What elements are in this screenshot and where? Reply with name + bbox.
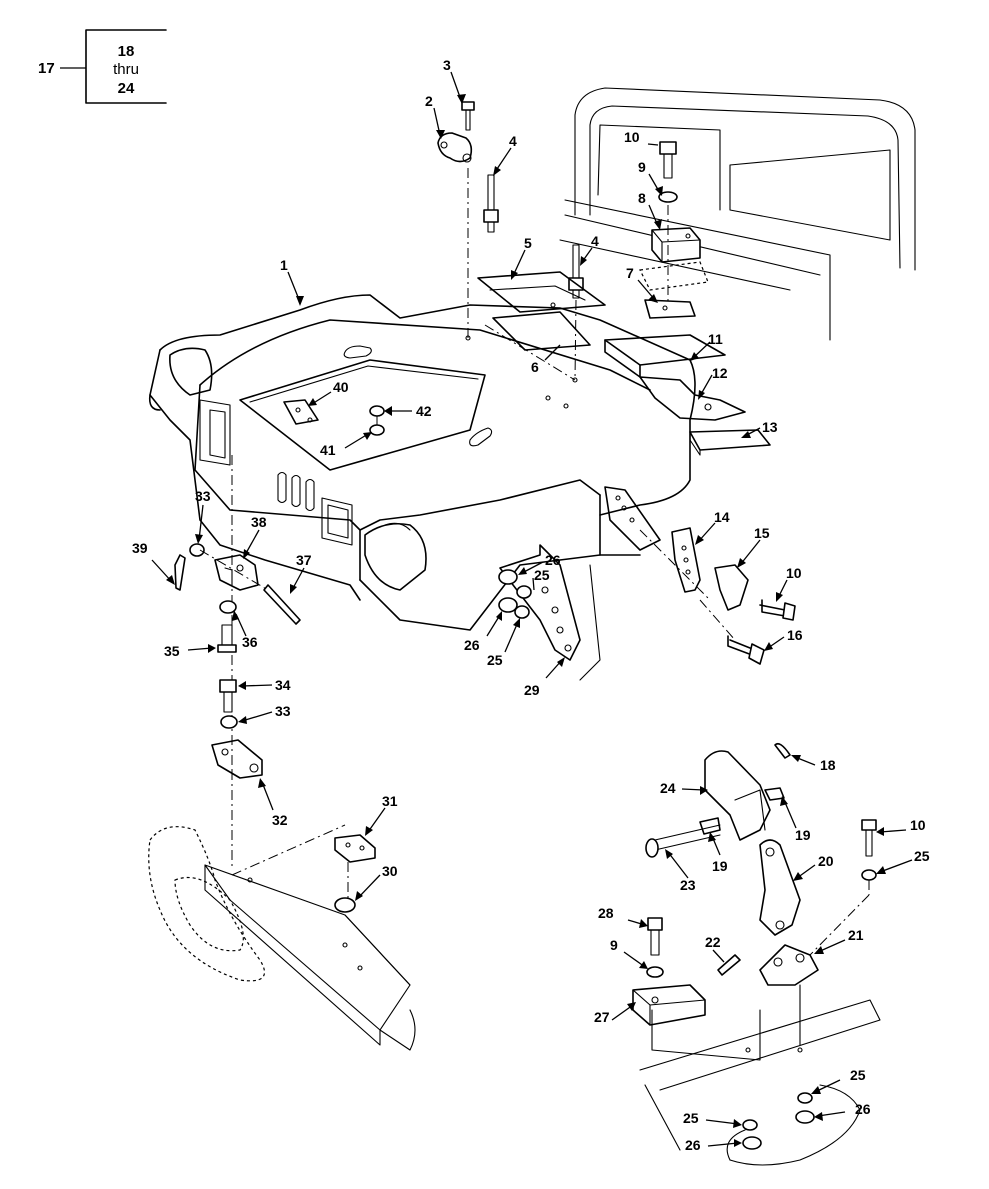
- callout-21: 21: [848, 927, 864, 943]
- callout-33: 33: [275, 703, 291, 719]
- callout-18: 18: [820, 757, 836, 773]
- leaders: [151, 71, 913, 1147]
- callout-15: 15: [754, 525, 770, 541]
- callout-26: 26: [545, 552, 561, 568]
- callout-labels: 1 2 3 4 4 5 6 7 8 9 10 11 12 13 14 15 10…: [132, 57, 930, 1153]
- callout-9: 9: [638, 159, 646, 175]
- callout-4: 4: [509, 133, 517, 149]
- callout-39: 39: [132, 540, 148, 556]
- callout-9: 9: [610, 937, 618, 953]
- callout-11: 11: [708, 331, 723, 347]
- reference-box: 17 18 thru 24: [38, 29, 167, 104]
- callout-42: 42: [416, 403, 432, 419]
- callout-31: 31: [382, 793, 398, 809]
- callout-25: 25: [534, 567, 550, 583]
- callout-22: 22: [705, 934, 721, 950]
- windshield-frame: [559, 87, 916, 341]
- callout-33: 33: [195, 488, 211, 504]
- latch-assembly: [632, 742, 881, 1166]
- callout-5: 5: [524, 235, 532, 251]
- callout-3: 3: [443, 57, 451, 73]
- reference-middle-label: thru: [113, 61, 139, 78]
- callout-26: 26: [464, 637, 480, 653]
- hood-top-hardware: [283, 399, 385, 436]
- callout-14: 14: [714, 509, 730, 525]
- callout-1: 1: [280, 257, 288, 273]
- callout-19: 19: [712, 858, 728, 874]
- callout-27: 27: [594, 1009, 610, 1025]
- callout-7: 7: [626, 265, 634, 281]
- upper-right-stack: [639, 141, 709, 319]
- callout-38: 38: [251, 514, 267, 530]
- center-hinge-group: [498, 544, 601, 681]
- callout-4: 4: [591, 233, 599, 249]
- callout-13: 13: [762, 419, 778, 435]
- callout-19: 19: [795, 827, 811, 843]
- callout-23: 23: [680, 877, 696, 893]
- callout-28: 28: [598, 905, 614, 921]
- callout-26: 26: [685, 1137, 701, 1153]
- callout-12: 12: [712, 365, 728, 381]
- callout-36: 36: [242, 634, 258, 650]
- bumper-frame: [148, 770, 416, 1051]
- callout-34: 34: [275, 677, 291, 693]
- callout-25: 25: [487, 652, 503, 668]
- hinge-plates: [477, 271, 606, 381]
- callout-10: 10: [786, 565, 802, 581]
- callout-6: 6: [531, 359, 539, 375]
- hood-assembly: [148, 294, 696, 631]
- callout-25: 25: [683, 1110, 699, 1126]
- callout-10: 10: [624, 129, 640, 145]
- callout-29: 29: [524, 682, 540, 698]
- callout-41: 41: [320, 442, 336, 458]
- callout-35: 35: [164, 643, 180, 659]
- callout-20: 20: [818, 853, 834, 869]
- reference-bottom-label: 24: [118, 80, 135, 97]
- left-hinge-group: [174, 455, 301, 779]
- callout-30: 30: [382, 863, 398, 879]
- callout-2: 2: [425, 93, 433, 109]
- callout-24: 24: [660, 780, 676, 796]
- reference-top-label: 18: [118, 43, 135, 60]
- callout-25: 25: [850, 1067, 866, 1083]
- callout-32: 32: [272, 812, 288, 828]
- callout-40: 40: [333, 379, 349, 395]
- callout-25: 25: [914, 848, 930, 864]
- callout-10: 10: [910, 817, 926, 833]
- right-brackets: [604, 334, 771, 456]
- top-hardware: [437, 101, 584, 381]
- right-hinge-group: [604, 486, 796, 665]
- reference-side-label: 17: [38, 60, 55, 77]
- callout-26: 26: [855, 1101, 871, 1117]
- callout-16: 16: [787, 627, 803, 643]
- callout-8: 8: [638, 190, 646, 206]
- callout-37: 37: [296, 552, 312, 568]
